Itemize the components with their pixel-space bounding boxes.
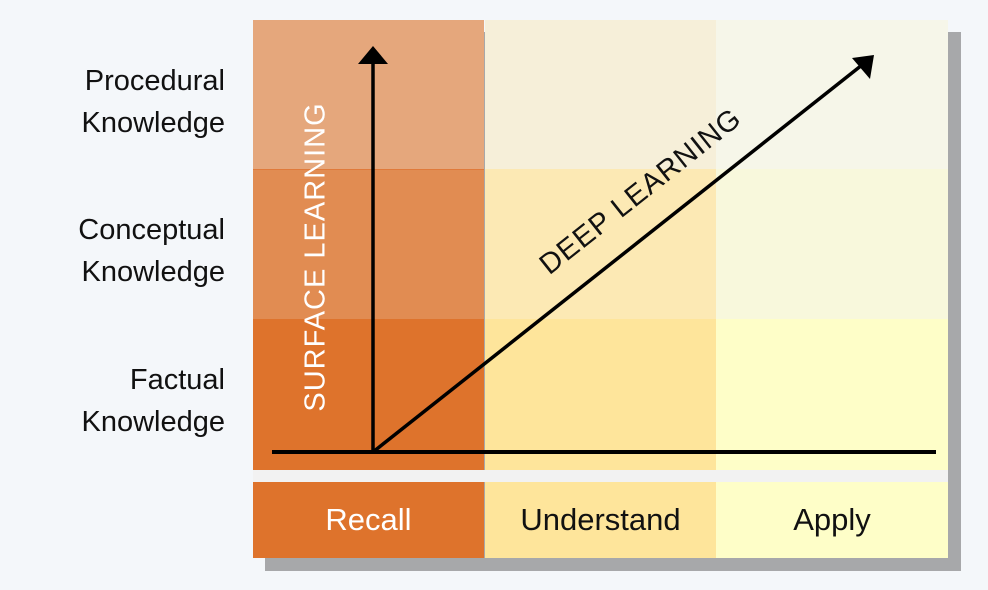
cell-understand-conceptual — [485, 169, 716, 319]
row-label-line: Knowledge — [81, 256, 226, 288]
row-label-line: Knowledge — [81, 406, 226, 438]
column-label-apply: Apply — [716, 482, 948, 558]
cell-apply-conceptual — [716, 169, 948, 319]
cell-recall-conceptual — [253, 169, 484, 320]
column-label-recall: Recall — [253, 482, 484, 558]
row-label-line: Knowledge — [81, 107, 226, 139]
column-label-understand: Understand — [485, 482, 716, 558]
surface-arrowhead-icon — [358, 46, 388, 64]
row-label-line: Conceptual — [78, 214, 225, 246]
matrix-gap — [253, 470, 948, 482]
cell-understand-factual — [485, 319, 716, 470]
cell-understand-procedural — [485, 20, 716, 169]
cell-apply-procedural — [716, 20, 948, 169]
row-label-line: Factual — [129, 364, 225, 396]
deep-learning-arrow — [371, 63, 864, 454]
cell-recall-procedural — [253, 20, 484, 169]
row-label-factual: Factual Knowledge — [20, 359, 226, 443]
surface-learning-label: SURFACE LEARNING — [299, 102, 332, 412]
deep-arrowhead-icon — [852, 55, 874, 79]
cell-apply-factual — [716, 319, 948, 470]
row-label-conceptual: Conceptual Knowledge — [20, 209, 225, 293]
row-label-line: Procedural — [84, 65, 225, 97]
row-label-procedural: Procedural Knowledge — [20, 60, 226, 144]
